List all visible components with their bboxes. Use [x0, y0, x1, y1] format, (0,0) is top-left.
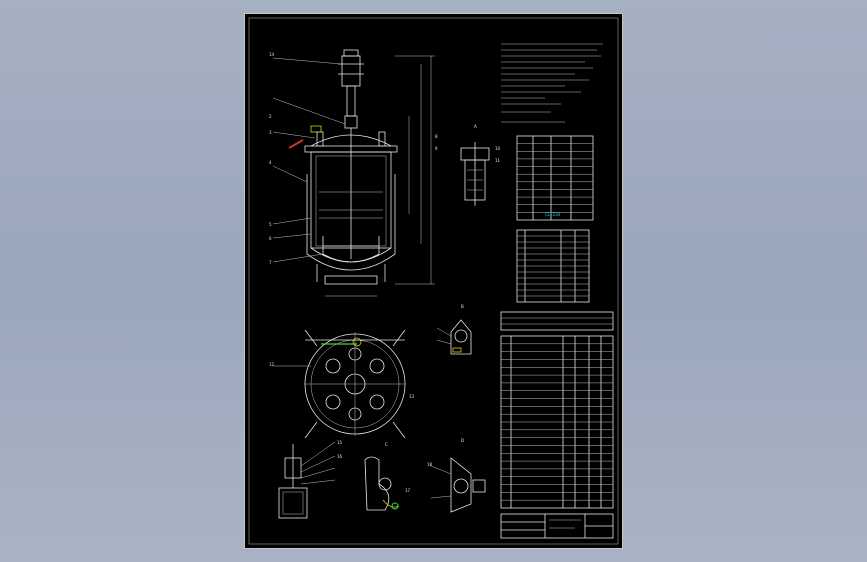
callout: 17: [405, 488, 411, 493]
detail-view-c: 15 16: [278, 440, 343, 519]
reducer: [346, 85, 356, 117]
callout: 13: [409, 394, 415, 399]
detail-view-a: A 10 11: [460, 124, 501, 206]
callout: 11: [495, 158, 501, 163]
frame: [344, 115, 358, 129]
feed-pipe-highlight: [288, 139, 304, 149]
callout: 14: [269, 52, 275, 57]
reactor-elevation-view: [272, 49, 435, 297]
jacket: [306, 174, 396, 271]
callout: 8: [435, 134, 438, 139]
callout: 18: [427, 462, 433, 467]
technical-notes: [501, 43, 603, 123]
callout: 16: [337, 454, 343, 459]
plan-nozzle-highlight: [352, 337, 362, 347]
callout: 5: [269, 222, 272, 227]
parts-list-table: [500, 311, 614, 509]
callout: 6: [269, 236, 272, 241]
callout: 12: [269, 362, 275, 367]
bolt-housing: [278, 487, 308, 519]
plan-view: 12 13: [269, 329, 415, 439]
title-block: [500, 513, 614, 539]
weld-highlight: [391, 502, 399, 510]
callout: 3: [269, 130, 272, 135]
view-label: C: [385, 442, 388, 447]
callout: 9: [435, 146, 438, 151]
detail-view-d: C 17: [364, 442, 411, 511]
callout: 10: [495, 146, 501, 151]
anchor-impeller: [322, 236, 380, 263]
detail-view-e: D 18: [427, 438, 486, 513]
detail-view-b: B: [436, 304, 472, 355]
callout: 4: [269, 160, 272, 165]
view-label: A: [474, 124, 477, 129]
nozzle-table: [516, 229, 590, 303]
view-label: B: [461, 304, 464, 309]
motor-body: [341, 55, 361, 87]
drawing-sheet: 14 2 3 4 5 6 7 8 9 A 10 11: [244, 13, 623, 549]
cyan-note: CL1234: [545, 212, 561, 217]
motor-cap: [343, 49, 359, 57]
view-label: D: [461, 438, 464, 443]
part-callouts: 14 2 3 4 5 6 7 8 9: [269, 52, 438, 265]
cad-drawing: 14 2 3 4 5 6 7 8 9 A 10 11: [248, 17, 619, 545]
callout: 15: [337, 440, 343, 445]
callout: 7: [269, 260, 272, 265]
base: [324, 275, 378, 285]
tech-spec-table: CL1234: [516, 135, 594, 221]
inner-border: [248, 17, 619, 545]
callout: 2: [269, 114, 272, 119]
